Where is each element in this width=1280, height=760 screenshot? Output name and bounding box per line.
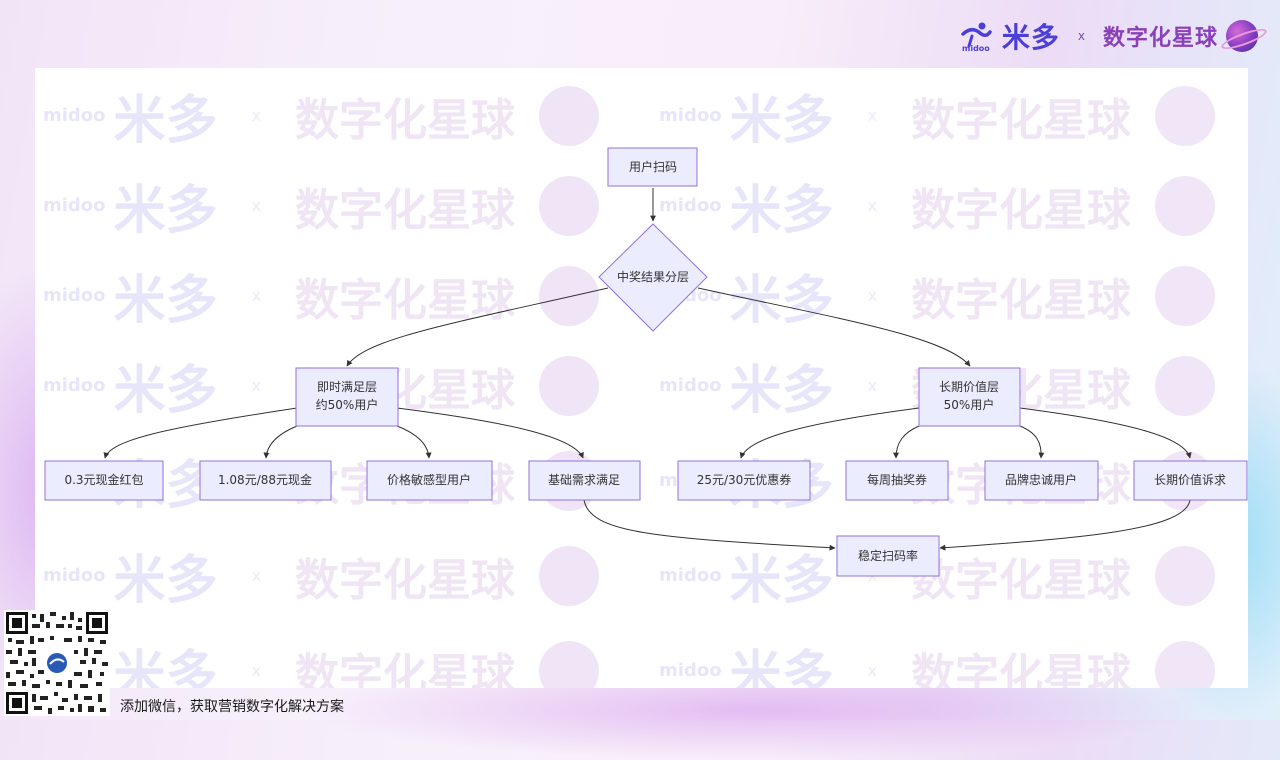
header-brand: midoo 米多 x 数字化星球 [960,16,1258,56]
svg-text:长期价值层: 长期价值层 [939,379,999,394]
edge-longterm-loyal [1019,425,1045,459]
svg-text:品牌忠诚用户: 品牌忠诚用户 [1005,472,1077,487]
edge-longterm-weekly [893,425,920,459]
edge-instant-price [396,425,432,459]
node-loyal-users: 品牌忠诚用户 [984,460,1099,501]
node-decision: 中奖结果分层 [598,223,708,332]
svg-text:价格敏感型用户: 价格敏感型用户 [387,472,471,487]
midoo-logo-icon: midoo [960,20,994,53]
svg-text:稳定扫码率: 稳定扫码率 [858,548,918,563]
edge-instant-cash-small [103,407,298,459]
edge-longterm-coupon [739,407,920,459]
svg-text:25元/30元优惠券: 25元/30元优惠券 [697,472,792,487]
flowchart: 用户扫码 中奖结果分层 即时满足层 约50%用户 长期价值层 50%用户 0.3… [44,147,1248,577]
edge-instant-basic [396,407,584,459]
svg-text:0.3元现金红包: 0.3元现金红包 [64,472,143,487]
brand-logo-text: 米多 [1001,21,1060,54]
node-longterm-layer: 长期价值层 50%用户 [918,367,1021,427]
node-cash-big: 1.08元/88元现金 [199,460,332,501]
svg-text:1.08元/88元现金: 1.08元/88元现金 [218,472,312,487]
svg-text:用户扫码: 用户扫码 [629,159,677,174]
svg-text:即时满足层: 即时满足层 [317,380,377,394]
node-price-sensitive: 价格敏感型用户 [366,460,493,501]
qr-code-icon [4,610,110,716]
edge-instant-cash-big [263,425,298,459]
planet-icon [1226,20,1258,52]
node-basic-needs: 基础需求满足 [528,460,641,501]
edge-decision-longterm [697,287,971,367]
svg-text:约50%用户: 约50%用户 [316,397,379,412]
footer-text: 添加微信，获取营销数字化解决方案 [120,699,344,715]
svg-text:50%用户: 50%用户 [944,397,995,412]
svg-text:基础需求满足: 基础需求满足 [548,473,620,487]
svg-text:midoo: midoo [962,44,990,52]
edge-longterm-appeal [1019,407,1192,459]
brand-separator: x [1077,29,1085,43]
edge-appeal-stable [939,499,1191,551]
svg-text:中奖结果分层: 中奖结果分层 [617,269,689,284]
node-instant-layer: 即时满足层 约50%用户 [295,367,399,427]
node-coupon: 25元/30元优惠券 [677,460,811,501]
edge-basic-stable [583,499,836,551]
svg-text:长期价值诉求: 长期价值诉求 [1154,472,1226,487]
node-cash-small: 0.3元现金红包 [44,460,164,501]
node-weekly-draw: 每周抽奖券 [845,460,949,501]
node-stable-rate: 稳定扫码率 [836,535,940,577]
edge-decision-instant [346,287,609,367]
node-start: 用户扫码 [607,147,698,187]
node-longterm-appeal: 长期价值诉求 [1133,460,1248,501]
svg-text:每周抽奖券: 每周抽奖券 [867,472,927,487]
brand-partner: 数字化星球 [1102,26,1218,51]
